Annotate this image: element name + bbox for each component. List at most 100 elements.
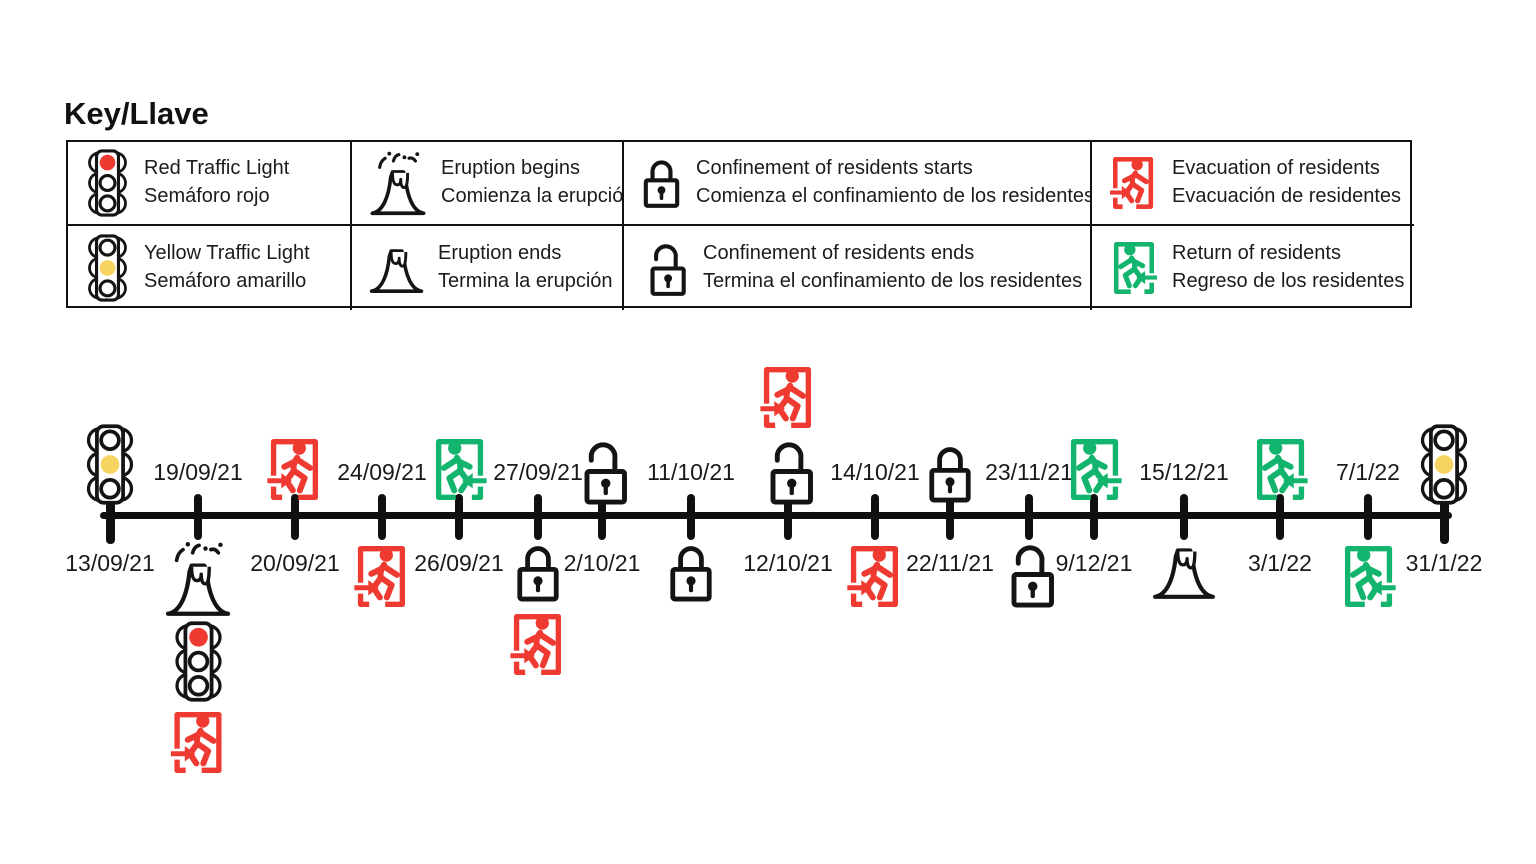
lock-closed-icon [925,441,975,506]
volcano-calm-icon [1151,540,1217,600]
evacuation-icon [845,540,905,613]
lock-closed-icon [666,540,716,605]
timeline-date-label: 13/09/21 [65,550,155,576]
timeline-date-label: 3/1/22 [1248,550,1312,576]
key-label-es: Termina la erupción [438,270,613,292]
timeline-event-icons [164,540,233,779]
lock-open-icon [758,437,818,506]
timeline-event-icons [352,540,412,613]
timeline-date-label: 19/09/21 [153,459,243,485]
timeline-event-icons [1151,540,1217,600]
key-label-es: Semáforo rojo [144,185,270,207]
key-label-es: Regreso de los residentes [1172,270,1405,292]
timeline-date-label: 11/10/21 [647,459,735,485]
timeline-date-label: 15/12/21 [1139,459,1229,485]
key-label: Eruption ends [438,242,562,265]
timeline-event-icons [845,540,905,613]
timeline-date-label: 14/10/21 [830,459,920,485]
key-label-es: Comienza el confinamiento de los residen… [696,185,1092,207]
key-label: Confinement of residents ends [703,242,975,265]
timeline-tick [598,494,606,540]
timeline-event-icons [1416,423,1472,506]
timeline-date-label: 24/09/21 [337,459,427,485]
timeline-axis-line [100,512,1452,519]
timeline-event-icons [82,423,138,506]
key-label-es: Termina el confinamiento de los resident… [703,270,1083,292]
evacuation-icon [508,608,568,681]
timeline-event-icons [1064,433,1124,506]
timeline-date-label: 23/11/21 [985,459,1073,485]
timeline-tick [378,494,386,540]
timeline-tick [1364,494,1372,540]
volcano-erupting-icon [164,540,233,617]
timeline-tick [1440,490,1449,544]
evacuation-icon [352,540,412,613]
key-label-es: Comienza la erupción [441,185,624,207]
key-title: Key/Llave [64,96,209,131]
timeline-tick [455,494,463,540]
traffic-yellow-icon [1416,423,1472,506]
key-label: Yellow Traffic Light [144,242,310,265]
timeline-event-icons [1338,540,1398,613]
key-label-es: Evacuación de residentes [1172,185,1402,207]
timeline-date-label: 9/12/21 [1055,550,1133,576]
timeline-tick [106,490,115,544]
traffic-red-icon [170,620,226,703]
timeline-tick [194,494,202,540]
key-label: Red Traffic Light [144,157,290,180]
timeline-tick [1180,494,1188,540]
key-label: Evacuation of residents [1172,157,1380,180]
key-cell-red-traffic-light: Red Traffic Light Semáforo rojo [68,142,352,226]
traffic-yellow-icon [82,423,138,506]
timeline-tick [871,494,879,540]
timeline-tick [291,494,299,540]
timeline-date-label: 26/09/21 [414,550,504,576]
timeline-event-icons [758,361,818,506]
timeline-date-label: 22/11/21 [906,550,994,576]
timeline-event-icons [265,433,325,506]
timeline-event-icons [999,540,1059,609]
timeline-event-icons [508,540,568,681]
timeline-event-icons [1250,433,1310,506]
timeline-date-label: 7/1/22 [1336,459,1400,485]
timeline-date-label: 27/09/21 [493,459,583,485]
timeline-event-icons [666,540,716,605]
return-icon [429,433,489,506]
key-cell-eruption-ends: Eruption ends Termina la erupción [352,226,624,310]
timeline-tick [687,494,695,540]
timeline-tick [784,494,792,540]
timeline-tick [1276,494,1284,540]
key-cell-confinement-starts: Confinement of residents starts Comienza… [624,142,1092,226]
key-label-es: Semáforo amarillo [144,270,307,292]
timeline-tick [534,494,542,540]
return-icon [1064,433,1124,506]
key-cell-eruption-begins: Eruption begins Comienza la erupción [352,142,624,226]
key-label: Return of residents [1172,242,1341,265]
timeline-tick [1090,494,1098,540]
timeline-event-icons [429,433,489,506]
return-icon [1338,540,1398,613]
key-cell-yellow-traffic-light: Yellow Traffic Light Semáforo amarillo [68,226,352,310]
return-icon [1250,433,1310,506]
lock-open-icon [999,540,1059,609]
timeline-tick [1025,494,1033,540]
key-legend-table: Red Traffic Light Semáforo rojo Eruption… [66,140,1414,310]
key-cell-confinement-ends: Confinement of residents ends Termina el… [624,226,1092,310]
evacuation-icon [265,433,325,506]
timeline-event-icons [572,437,632,506]
key-label: Confinement of residents starts [696,157,973,180]
timeline-event-icons [925,441,975,506]
key-label: Eruption begins [441,157,580,180]
key-cell-return: Return of residents Regreso de los resid… [1092,226,1414,310]
timeline-date-label: 12/10/21 [743,550,833,576]
lock-open-icon [572,437,632,506]
timeline-tick [946,494,954,540]
key-cell-evacuation: Evacuation of residents Evacuación de re… [1092,142,1414,226]
timeline-date-label: 2/10/21 [563,550,641,576]
timeline-date-label: 20/09/21 [250,550,340,576]
evacuation-icon [758,361,818,434]
evacuation-icon [168,706,228,779]
timeline-date-label: 31/1/22 [1405,550,1483,576]
